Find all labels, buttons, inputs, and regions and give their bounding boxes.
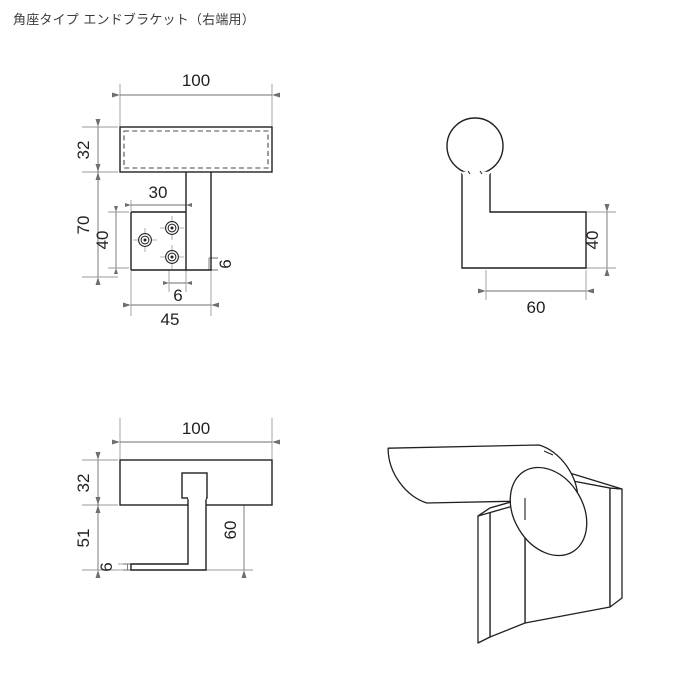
- dimension-label: 70: [74, 216, 93, 235]
- dimension-label: 100: [182, 419, 210, 438]
- dimension-100-front: 100: [112, 71, 280, 98]
- isometric-perspective-view: [387, 444, 623, 644]
- dimension-label: 100: [182, 71, 210, 90]
- bolt-hole-group: [133, 216, 184, 269]
- dimension-45-front: 45: [123, 302, 219, 329]
- dimension-label: 30: [149, 183, 168, 202]
- dimension-40-side: 40: [583, 204, 610, 276]
- iso-rail-cylinder: [387, 444, 588, 557]
- dimension-label: 6: [216, 259, 235, 268]
- plan-stem-foot-profile: [130, 498, 207, 571]
- bolt-hole: [133, 228, 157, 252]
- side-view-extension-lines: [485, 211, 616, 300]
- bracket-profile: [461, 173, 587, 269]
- iso-rail-end-cap: [509, 466, 588, 557]
- front-elevation-view: 100 32 70 30 40: [74, 71, 280, 329]
- dimension-label: 45: [161, 310, 180, 329]
- dimension-40-front: 40: [93, 206, 118, 274]
- dimension-label: 6: [173, 286, 182, 305]
- dimension-6-plan: 6: [97, 562, 132, 572]
- dimension-30-front: 30: [125, 183, 192, 207]
- dimension-label: 51: [74, 529, 93, 548]
- page-title: 角座タイプ エンドブラケット（右端用）: [13, 13, 255, 28]
- iso-rail-seam: [543, 450, 554, 456]
- dimension-label: 60: [527, 298, 546, 317]
- iso-stem-side: [477, 507, 491, 644]
- dimension-60-side: 60: [478, 288, 594, 317]
- dimension-32-plan: 32: [74, 452, 101, 513]
- dimension-70-front: 70: [74, 164, 101, 285]
- dimension-label: 60: [221, 521, 240, 540]
- side-elevation-view: 40 60: [446, 117, 616, 317]
- base-plate-outline: [119, 126, 273, 173]
- dimension-6-thickness-front: 6: [208, 257, 235, 271]
- plan-section-view: 100 32 51 60 6: [74, 418, 280, 578]
- center-square: [181, 472, 208, 499]
- iso-right-face: [609, 487, 623, 608]
- dimension-label: 32: [74, 141, 93, 160]
- dimension-51-plan: 51: [74, 497, 101, 578]
- rail-circle: [446, 117, 504, 175]
- front-view-extension-lines: [82, 84, 273, 316]
- dimension-label: 40: [93, 231, 112, 250]
- stem-profile: [185, 172, 212, 271]
- dimension-label: 32: [74, 474, 93, 493]
- dimension-100-plan: 100: [112, 419, 280, 445]
- dimension-label: 40: [583, 231, 602, 250]
- dimension-32-front: 32: [74, 119, 101, 180]
- dimension-label: 6: [97, 562, 116, 571]
- square-plate-outline: [130, 211, 186, 271]
- bolt-hole: [160, 245, 184, 269]
- dimension-6-stem-front: 6: [163, 281, 192, 305]
- rail-joint-marks: [467, 170, 483, 175]
- bolt-hole: [160, 216, 184, 240]
